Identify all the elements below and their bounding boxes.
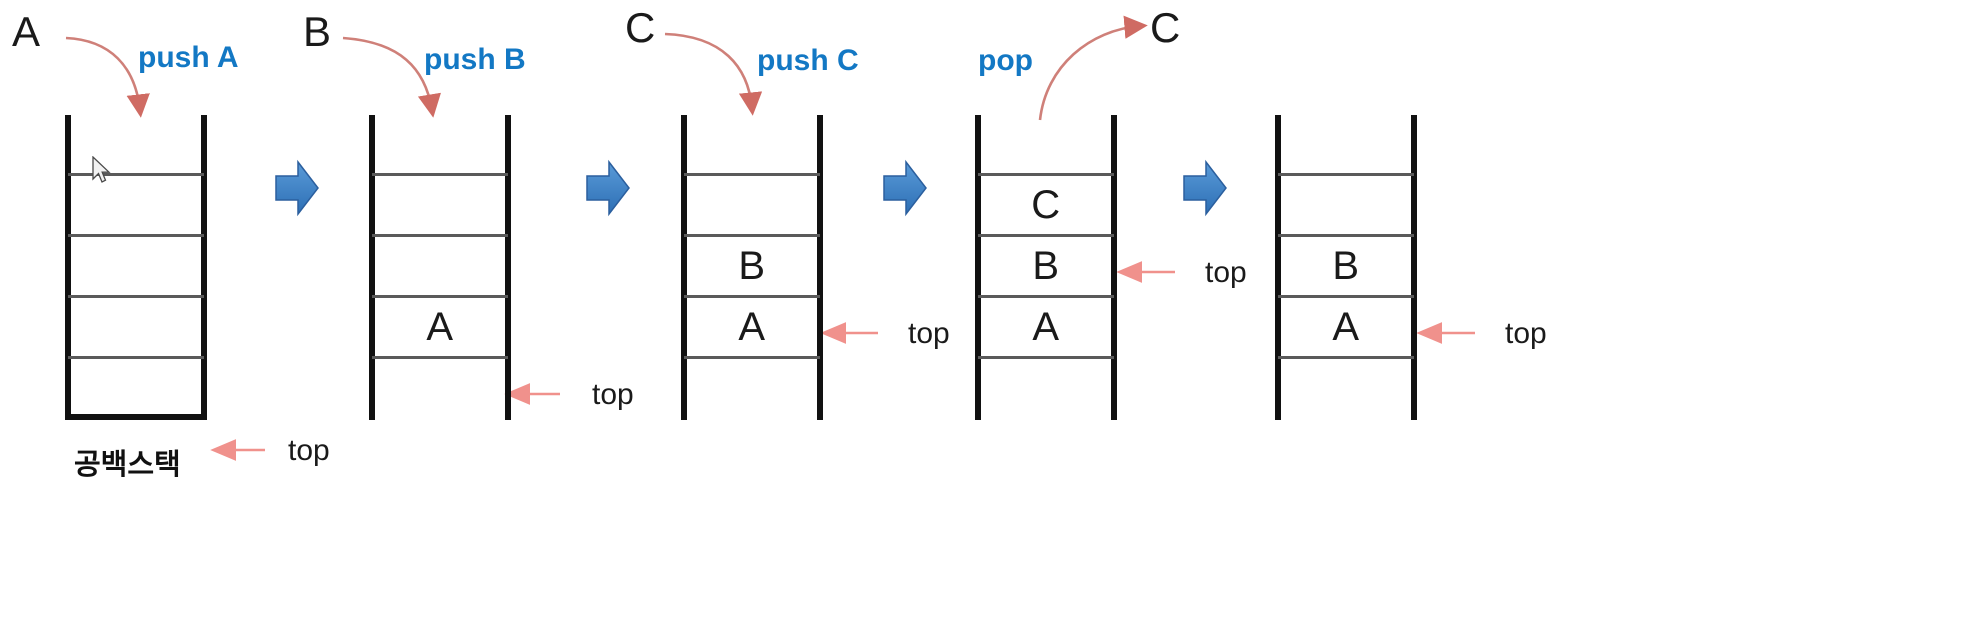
top-pointer-label-3: top <box>908 317 950 350</box>
stack-cell <box>71 237 201 295</box>
stack-wall-right <box>505 115 511 420</box>
stack-cell <box>375 176 505 234</box>
stack-panel-after-pop: B A <box>1275 115 1417 420</box>
stack-shelf <box>1278 356 1414 359</box>
stack-panel-after-push-b: B A <box>681 115 823 420</box>
stack-shelf <box>68 173 204 176</box>
stack-shelf <box>1278 295 1414 298</box>
operation-label-pop: pop <box>978 44 1033 77</box>
empty-stack-caption: 공백스택 <box>74 449 181 481</box>
incoming-letter-b: B <box>303 8 332 55</box>
mouse-cursor-icon <box>92 156 111 183</box>
stack-shelf <box>372 173 508 176</box>
stack-cell <box>375 237 505 295</box>
transition-chevron-1 <box>275 159 319 217</box>
stack-shelf <box>68 356 204 359</box>
incoming-letter-a: A <box>12 8 41 55</box>
stack-floor <box>65 414 207 420</box>
stack-shelf <box>978 173 1114 176</box>
stack-wall-right <box>201 115 207 420</box>
stack-shelf <box>1278 234 1414 237</box>
operation-label-push-a: push A <box>138 41 239 74</box>
stack-wall-right <box>1111 115 1117 420</box>
transition-chevron-4 <box>1183 159 1227 217</box>
popped-letter-c: C <box>1150 4 1181 51</box>
stack-cell: C <box>1031 182 1061 227</box>
stack-wall-left <box>369 115 375 420</box>
stack-shelf <box>372 356 508 359</box>
stack-wall-left <box>65 115 71 420</box>
stack-cell <box>687 176 817 234</box>
operation-label-push-b: push B <box>424 43 526 76</box>
stack-wall-left <box>681 115 687 420</box>
stack-shelf <box>684 356 820 359</box>
stack-cell: B <box>738 243 766 288</box>
stack-shelf <box>978 295 1114 298</box>
stack-shelf <box>978 356 1114 359</box>
stack-shelf <box>684 295 820 298</box>
incoming-letter-c: C <box>625 4 656 51</box>
stack-cell <box>71 298 201 356</box>
stack-panel-after-push-c: C B A <box>975 115 1117 420</box>
stack-shelf <box>1278 173 1414 176</box>
stack-cell <box>981 115 1111 173</box>
stack-shelf <box>684 234 820 237</box>
stack-panel-empty <box>65 115 207 420</box>
stack-shelf <box>978 234 1114 237</box>
stack-shelf <box>372 234 508 237</box>
stack-shelf <box>68 295 204 298</box>
stack-cell: B <box>1332 243 1360 288</box>
transition-chevron-3 <box>883 159 927 217</box>
stack-cell: A <box>1032 304 1060 349</box>
transition-chevron-2 <box>586 159 630 217</box>
stack-cell: A <box>1332 304 1360 349</box>
stack-cell: A <box>426 304 454 349</box>
stack-cell <box>1281 176 1411 234</box>
stack-wall-left <box>1275 115 1281 420</box>
top-pointer-label-1: top <box>288 434 330 467</box>
stack-cell <box>687 115 817 173</box>
stack-cell <box>375 115 505 173</box>
top-pointer-label-4: top <box>1205 256 1247 289</box>
stack-wall-right <box>817 115 823 420</box>
stack-wall-right <box>1411 115 1417 420</box>
operation-label-push-c: push C <box>757 44 859 77</box>
stack-cell <box>1281 115 1411 173</box>
stack-shelf <box>372 295 508 298</box>
stack-shelf <box>68 234 204 237</box>
top-pointer-label-5: top <box>1505 317 1547 350</box>
stack-panel-after-push-a: A <box>369 115 511 420</box>
stack-cell: A <box>738 304 766 349</box>
stack-shelf <box>684 173 820 176</box>
stack-wall-left <box>975 115 981 420</box>
top-pointer-label-2: top <box>592 378 634 411</box>
stack-cell: B <box>1032 243 1060 288</box>
